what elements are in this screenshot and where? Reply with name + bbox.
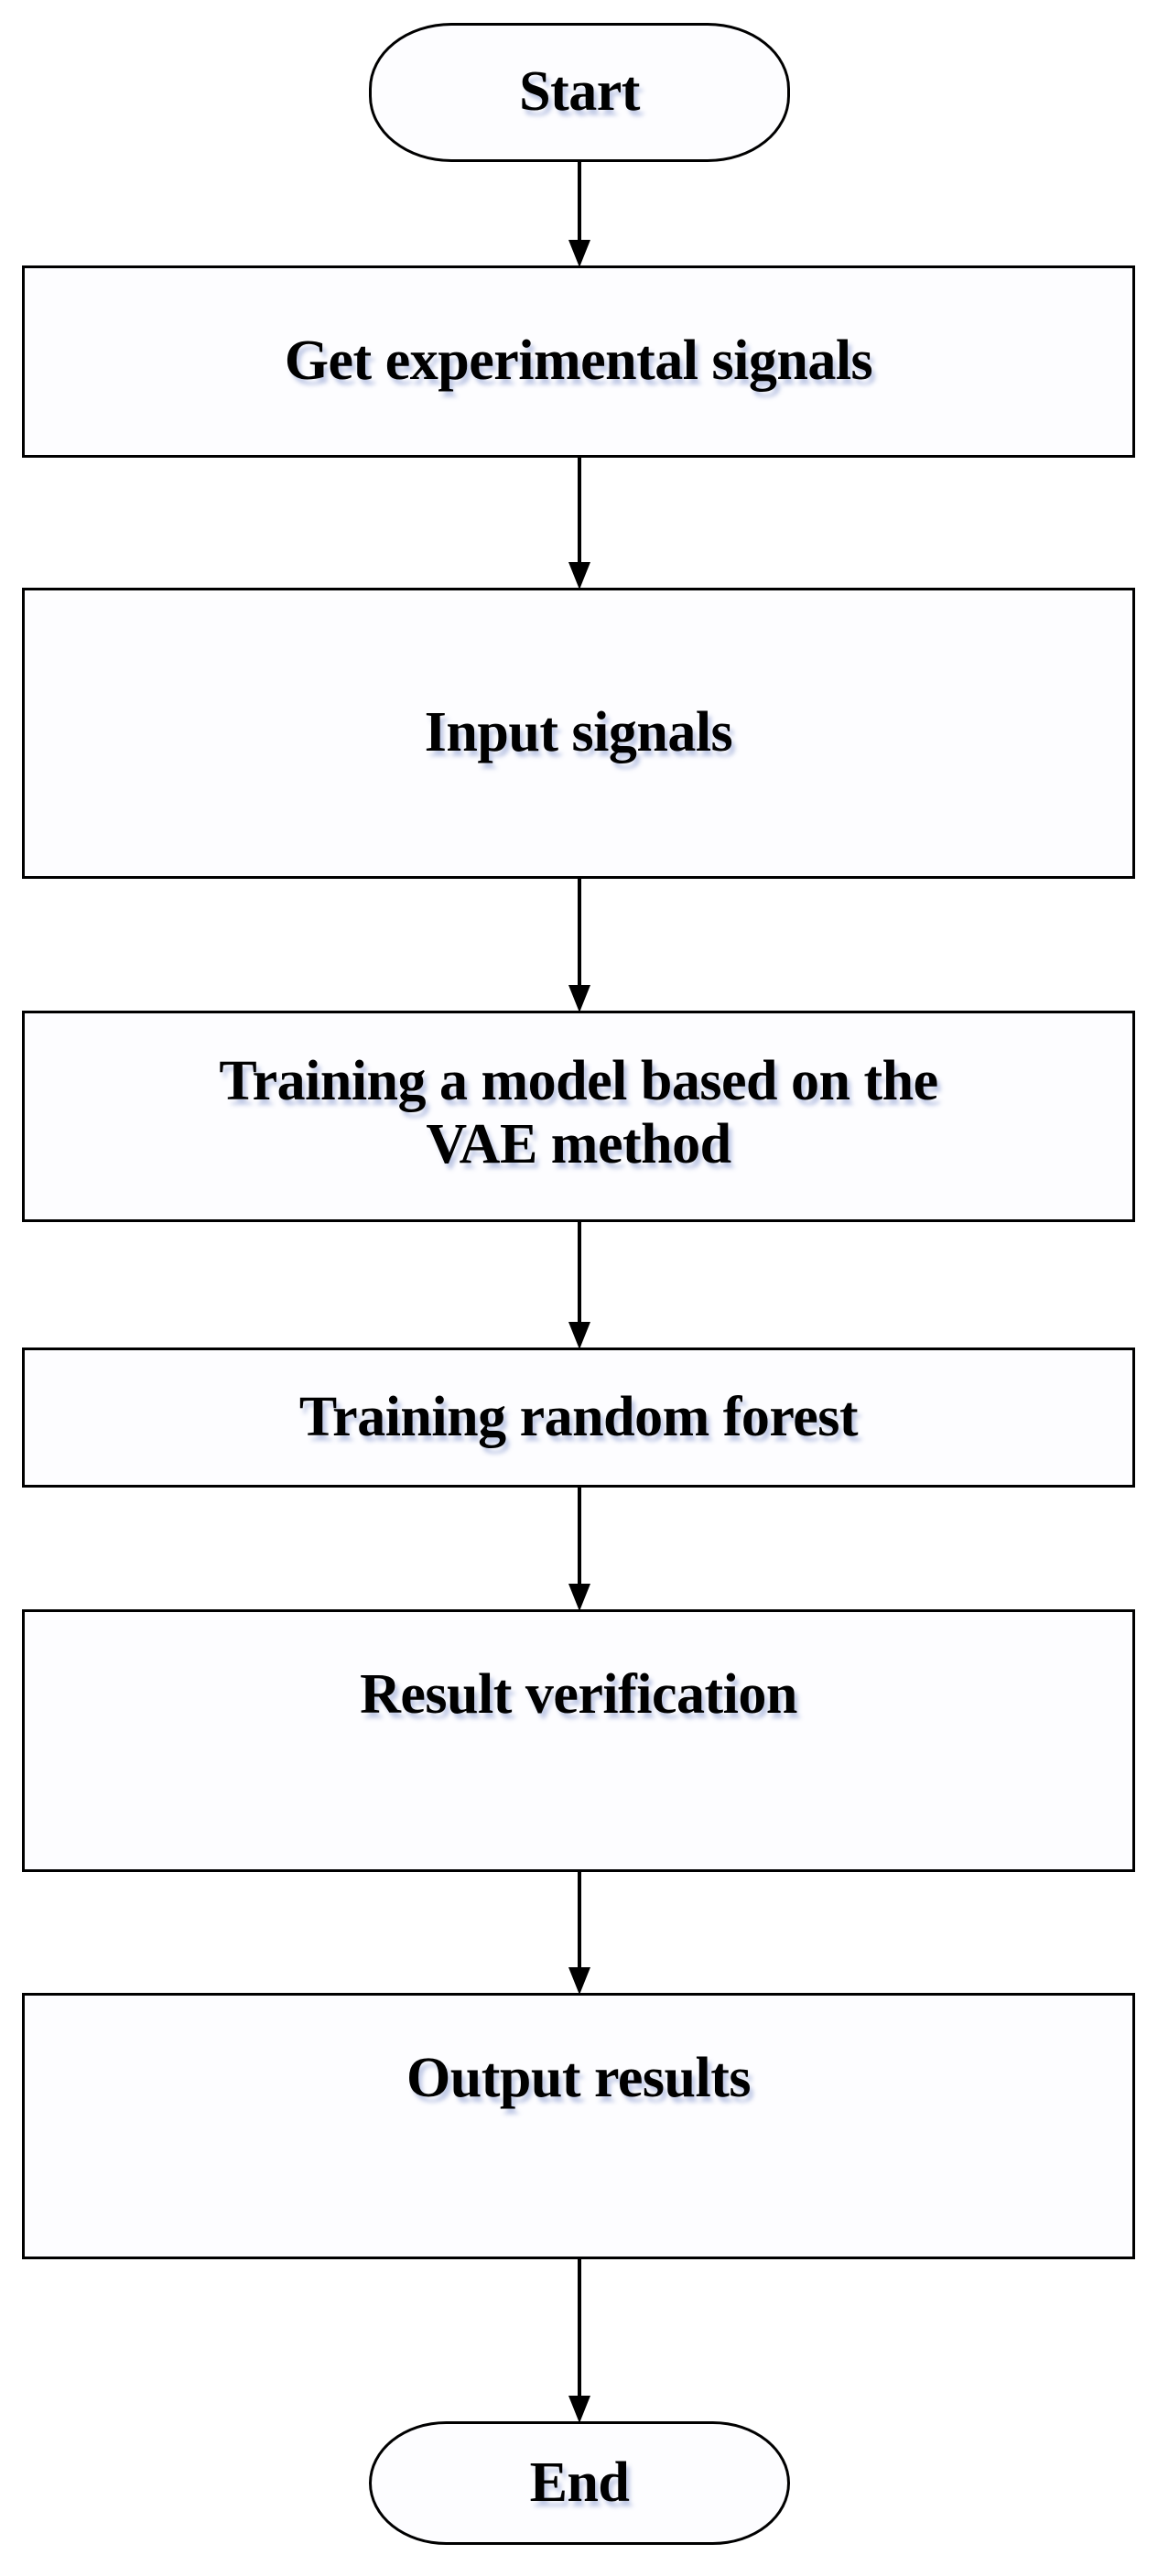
arrow-input-signals-to-train-vae xyxy=(568,879,590,1012)
node-output-results[interactable]: Output results xyxy=(22,1993,1135,2259)
node-train-random-forest[interactable]: Training random forest xyxy=(22,1348,1135,1488)
node-train-vae-model-label: Training a model based on the VAE method xyxy=(219,1050,938,1176)
node-train-random-forest-label: Training random forest xyxy=(298,1385,859,1448)
node-input-signals[interactable]: Input signals xyxy=(22,588,1135,879)
node-get-experimental-signals-label: Get experimental signals xyxy=(284,330,873,393)
node-end[interactable]: End xyxy=(369,2421,790,2545)
arrow-output-results-to-end xyxy=(568,2259,590,2423)
node-end-label: End xyxy=(529,2451,630,2514)
node-result-verification[interactable]: Result verification xyxy=(22,1609,1135,1872)
arrow-result-verification-to-output-results xyxy=(568,1872,590,1995)
node-train-vae-model[interactable]: Training a model based on the VAE method xyxy=(22,1011,1135,1222)
arrow-train-vae-to-random-forest xyxy=(568,1222,590,1349)
arrow-random-forest-to-result-verification xyxy=(568,1488,590,1611)
arrow-get-signals-to-input-signals xyxy=(568,458,590,590)
arrow-start-to-get-signals xyxy=(568,162,590,267)
node-result-verification-label: Result verification xyxy=(360,1663,797,1726)
node-input-signals-label: Input signals xyxy=(424,701,733,764)
node-start-label: Start xyxy=(519,60,640,124)
node-output-results-label: Output results xyxy=(406,2047,752,2109)
node-get-experimental-signals[interactable]: Get experimental signals xyxy=(22,265,1135,458)
node-start[interactable]: Start xyxy=(369,23,790,162)
